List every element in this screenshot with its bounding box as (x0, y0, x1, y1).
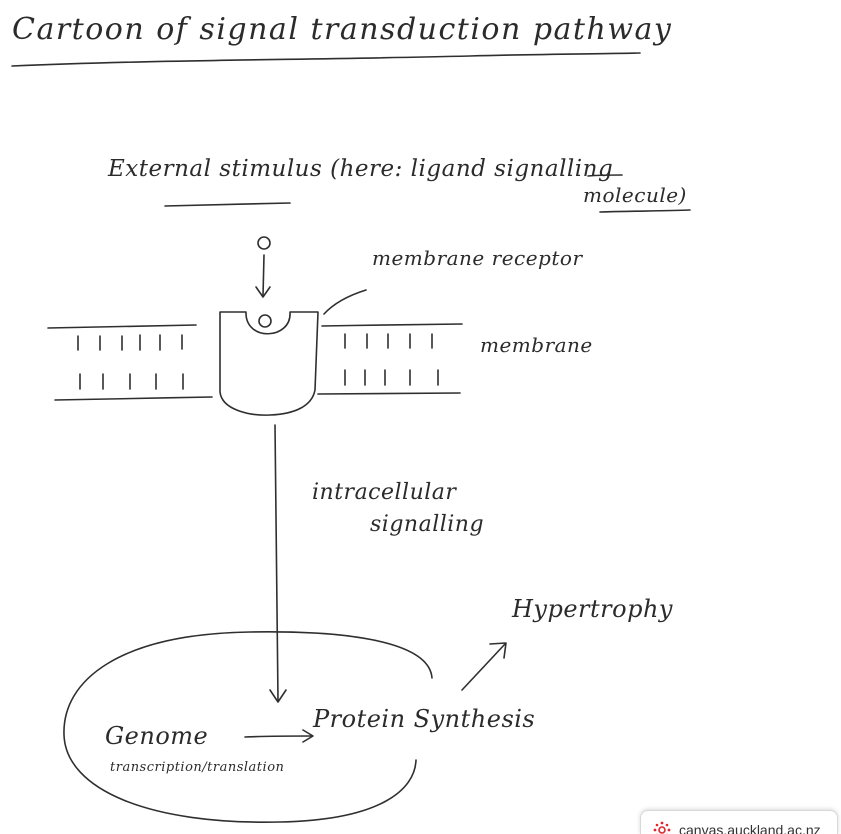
intracellular-arrow-head (269, 689, 287, 703)
membrane-receptor (219, 311, 319, 416)
membrane-right-top (321, 323, 463, 327)
genome-protein-arrow-head (302, 729, 314, 743)
membrane-left-top (47, 324, 197, 329)
membrane-left-lipids (77, 334, 184, 390)
external-underline (164, 202, 291, 207)
hypertrophy-arrow (461, 643, 506, 691)
stimulus-label: External stimulus (here: ligand signalli… (108, 156, 614, 182)
membrane-right-lipids (344, 333, 439, 386)
bound-ligand (258, 314, 272, 328)
toast-text: canvas.auckland.ac.nz (679, 822, 821, 834)
genome-protein-arrow (244, 735, 313, 738)
intracellular-label: intracellular (312, 480, 457, 505)
receptor-leader-line (323, 289, 367, 315)
canvas-logo-icon (653, 821, 671, 834)
receptor-label: membrane receptor (372, 246, 583, 270)
protein-synthesis-label: Protein Synthesis (313, 705, 536, 733)
ligand-molecule (257, 236, 271, 250)
stimulus-label-continued: molecule) (583, 183, 687, 207)
intracellular-arrow (274, 424, 279, 701)
source-toast[interactable]: canvas.auckland.ac.nz (640, 810, 838, 834)
ligand-underline (587, 174, 623, 177)
molecule-underline (599, 209, 691, 213)
title-underline (11, 52, 641, 67)
membrane-label: membrane (480, 333, 593, 357)
diagram-title: Cartoon of signal transduction pathway (12, 12, 673, 47)
membrane-left-bottom (54, 396, 213, 401)
hypertrophy-arrow-head (489, 642, 507, 659)
genome-label: Genome (105, 722, 209, 750)
intracellular-label-continued: signalling (370, 512, 485, 537)
nucleus-ellipse (63, 631, 433, 823)
hypertrophy-label: Hypertrophy (512, 595, 673, 623)
ligand-arrow (262, 254, 265, 297)
membrane-right-bottom (317, 392, 461, 395)
ligand-arrow-head (255, 286, 271, 298)
process-label: transcription/translation (110, 760, 285, 775)
